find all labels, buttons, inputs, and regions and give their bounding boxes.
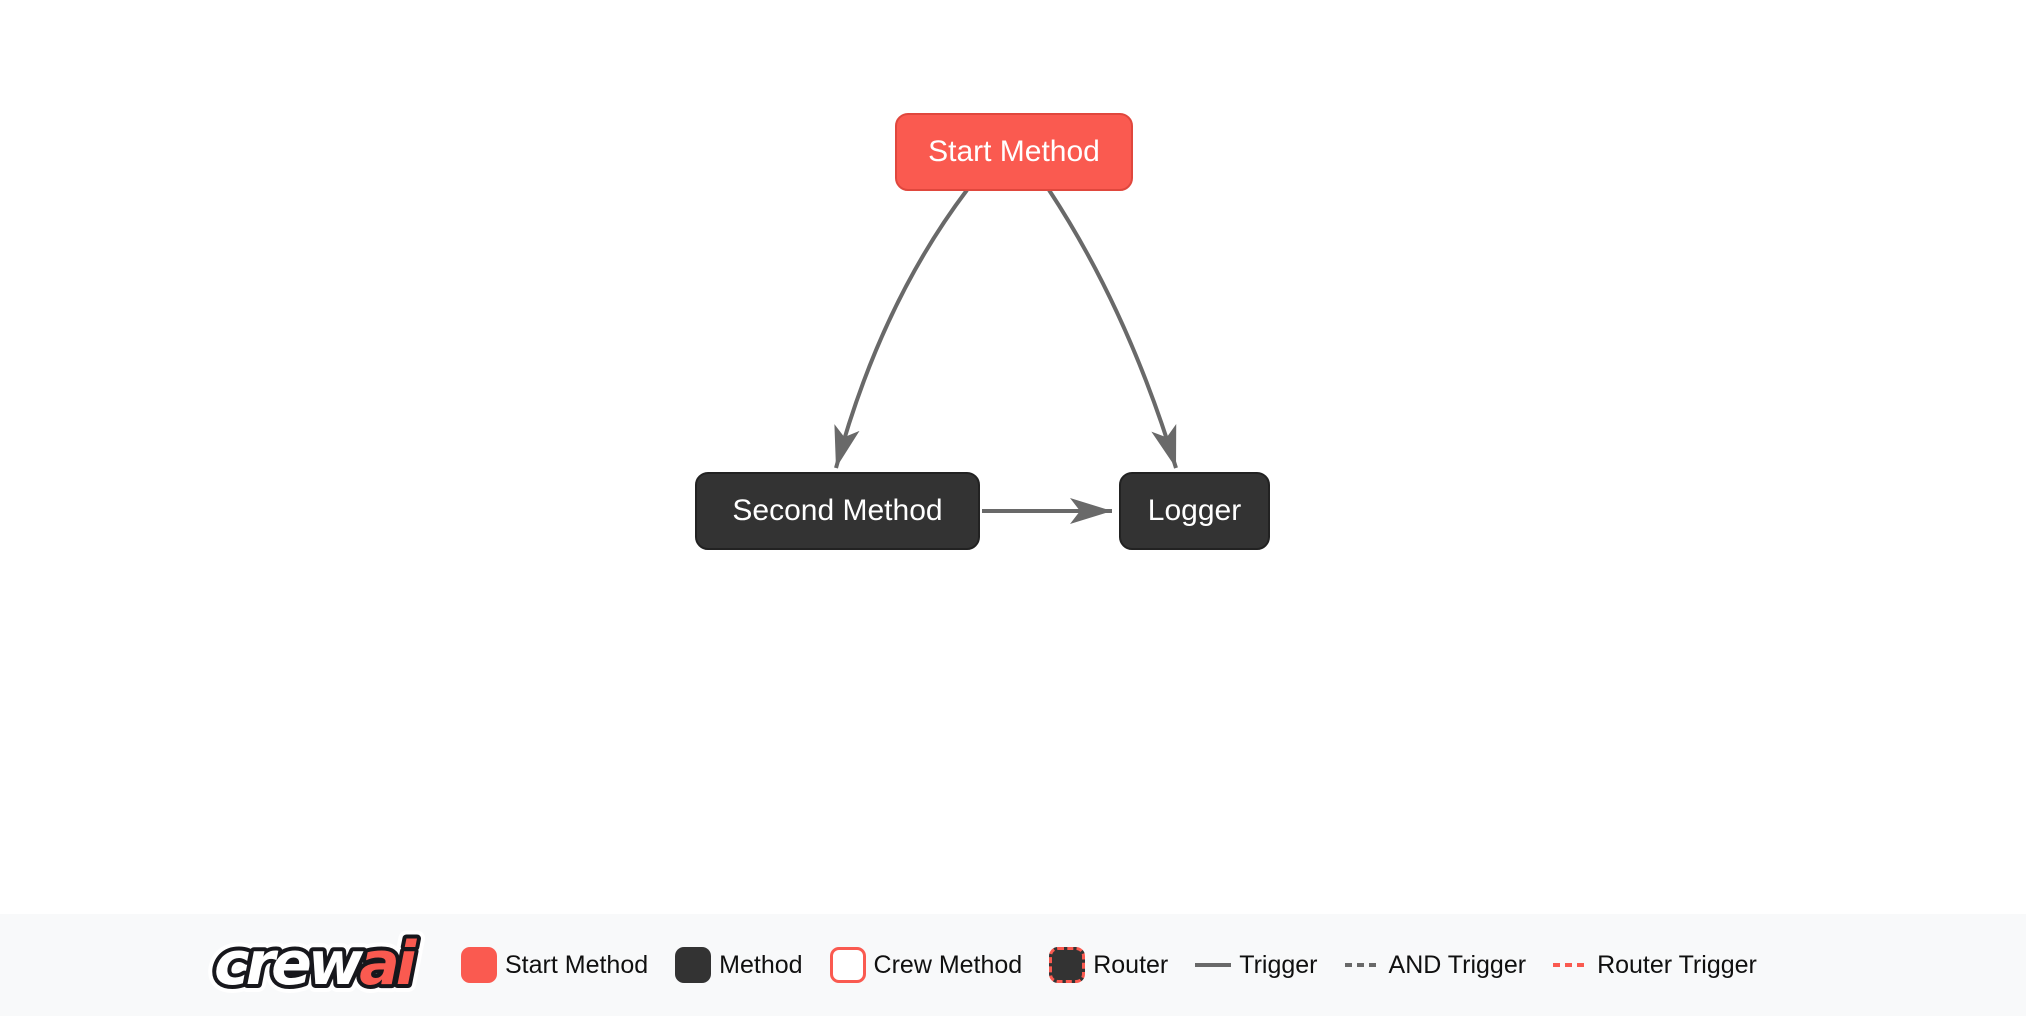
legend-label: Method (719, 950, 803, 979)
legend-item-crew-method: Crew Method (829, 947, 1023, 983)
edge-start-to-logger (1047, 188, 1178, 469)
legend-item-method: Method (675, 947, 803, 983)
method-swatch-icon (675, 947, 712, 983)
crew-method-swatch-icon (829, 947, 866, 983)
crewai-logo: crewai crewai (208, 926, 430, 1004)
legend-item-and-trigger: AND Trigger (1344, 950, 1527, 980)
node-logger[interactable]: Logger (1119, 472, 1270, 550)
legend-label: Router (1093, 950, 1169, 979)
router-trigger-line-icon (1553, 963, 1590, 967)
legend-item-router: Router (1049, 947, 1168, 983)
edge-start-to-second (834, 188, 969, 469)
router-swatch-icon (1049, 947, 1086, 983)
legend-item-router-trigger: Router Trigger (1553, 951, 1757, 980)
legend-item-trigger: Trigger (1195, 950, 1318, 980)
legend-label: Start Method (505, 950, 649, 979)
node-second-method[interactable]: Second Method (695, 472, 980, 550)
legend-item-start-method: Start Method (461, 947, 648, 983)
and-trigger-line-icon (1344, 963, 1381, 967)
legend-label: Router Trigger (1597, 950, 1757, 979)
crewai-logo-text: crewai (214, 929, 418, 999)
crewai-logo-halo: crewai (214, 929, 418, 999)
legend-label: AND Trigger (1388, 950, 1527, 979)
start-method-swatch-icon (461, 947, 497, 983)
legend-bar: crewai crewai Start Method Method Crew M… (0, 914, 2026, 1016)
legend-label: Trigger (1239, 950, 1318, 979)
legend-label: Crew Method (873, 950, 1023, 979)
trigger-line-icon (1195, 963, 1232, 967)
node-start-method[interactable]: Start Method (895, 113, 1133, 191)
